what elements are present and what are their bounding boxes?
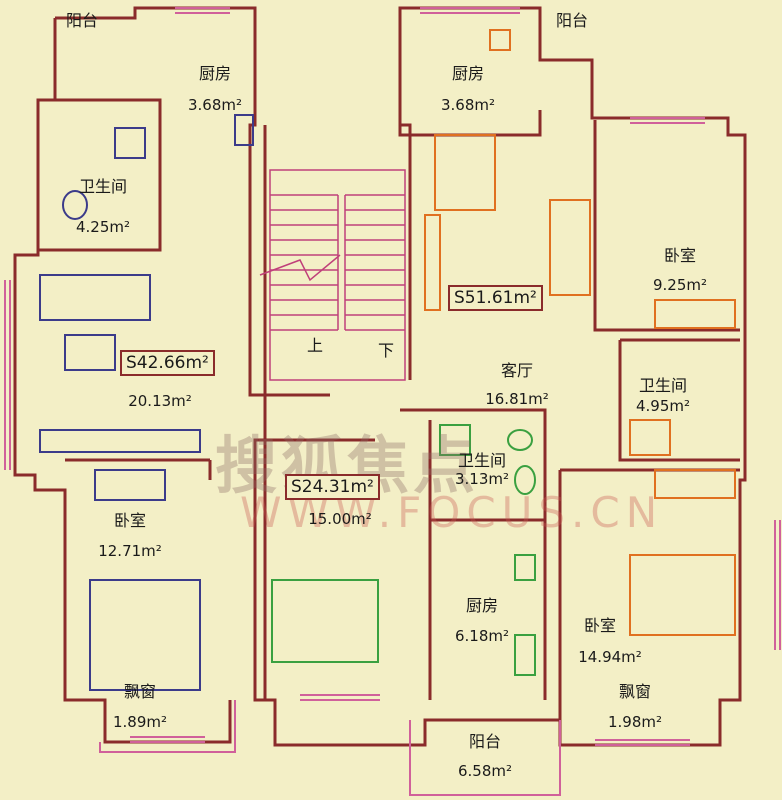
window	[130, 694, 690, 746]
stair-walls	[263, 125, 412, 397]
middle-unit-wall	[263, 438, 375, 700]
kitchen-label: 厨房	[451, 64, 485, 83]
staircase	[259, 169, 406, 381]
fridge	[489, 29, 511, 51]
kitchen-area: 3.68m²	[187, 96, 243, 114]
kitchen-label: 厨房	[198, 64, 232, 83]
bathtub	[629, 419, 671, 456]
bedroom-label: 卧室	[583, 616, 617, 635]
sofa	[549, 199, 591, 296]
living-room-area: 16.81m²	[485, 390, 549, 408]
bathroom-label: 卫生间	[638, 376, 688, 395]
stove	[514, 634, 536, 676]
living-room-label: 客厅	[500, 361, 534, 380]
stove	[234, 114, 254, 146]
bathroom-label: 卫生间	[457, 451, 507, 470]
kitchen-label: 厨房	[465, 596, 499, 615]
cabinet	[39, 429, 201, 453]
bath-middle-wall	[400, 408, 547, 700]
bathroom-area: 4.25m²	[75, 218, 131, 236]
unit-total-area: S24.31m²	[285, 474, 380, 500]
stairs-down-label: 下	[377, 341, 395, 360]
bed	[89, 579, 201, 691]
bay-window-label: 飘窗	[618, 682, 652, 701]
left-wall	[13, 18, 232, 744]
sink	[514, 554, 536, 581]
window	[4, 280, 781, 650]
washer	[114, 127, 146, 159]
bed	[271, 579, 379, 663]
bathroom-area: 3.13m²	[454, 470, 510, 488]
wardrobe	[94, 469, 166, 501]
wardrobe	[654, 299, 736, 329]
unit-total-area: S42.66m²	[120, 350, 215, 376]
bay-window-label: 飘窗	[123, 682, 157, 701]
bed	[629, 554, 736, 636]
balcony-label: 阳台	[65, 11, 99, 30]
wardrobe	[654, 469, 736, 499]
balcony-area: 6.58m²	[457, 762, 513, 780]
window	[175, 7, 705, 124]
bedroom-label: 卧室	[113, 511, 147, 530]
bathroom-label: 卫生间	[78, 177, 128, 196]
kitchen-left-wall	[38, 98, 162, 252]
bathroom-area: 4.95m²	[635, 397, 691, 415]
bedroom-area: 12.71m²	[98, 542, 162, 560]
living-area: 20.13m²	[128, 392, 192, 410]
stairs-up-label: 上	[306, 336, 324, 355]
dining-table	[434, 134, 496, 211]
bedroom-area: 9.25m²	[652, 276, 708, 294]
bedroom-area: 14.94m²	[578, 648, 642, 666]
balcony-rail	[99, 700, 561, 796]
bay-window-area: 1.89m²	[112, 713, 168, 731]
balcony-label: 阳台	[555, 11, 589, 30]
bedroom-left-wall	[65, 458, 212, 480]
unit-total-area: S51.61m²	[448, 285, 543, 311]
bay-window-area: 1.98m²	[607, 713, 663, 731]
kitchen-area: 6.18m²	[454, 627, 510, 645]
toilet	[62, 190, 88, 220]
bedroom-label: 卧室	[663, 246, 697, 265]
tv-cabinet	[424, 214, 441, 311]
basin	[514, 465, 536, 495]
sofa	[39, 274, 151, 321]
toilet	[507, 429, 533, 451]
washer	[439, 424, 471, 456]
room-area: 15.00m²	[308, 510, 372, 528]
bath-right-wall	[618, 338, 740, 462]
balcony-label: 阳台	[468, 732, 502, 751]
tv-unit	[64, 334, 116, 371]
kitchen-area: 3.68m²	[440, 96, 496, 114]
